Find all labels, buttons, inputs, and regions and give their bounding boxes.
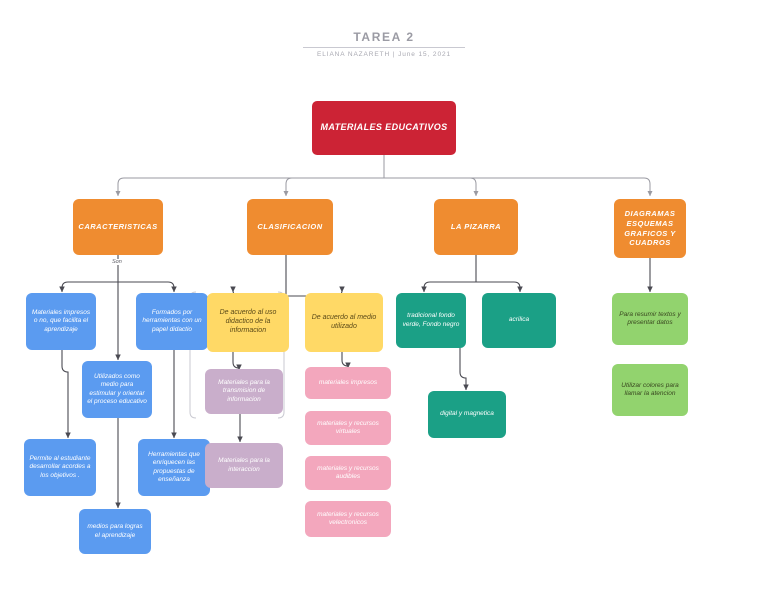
node-materiales-interaccion[interactable]: Materiales para la interaccion <box>205 443 283 488</box>
node-herramientas-que-enriquecen[interactable]: Herramientas que enriquecen las propuest… <box>138 439 210 496</box>
node-branch-la-pizarra[interactable]: LA PIZARRA <box>434 199 518 255</box>
node-root[interactable]: MATERIALES EDUCATIVOS <box>312 101 456 155</box>
node-recursos-audibles[interactable]: materiales y recursos audibles <box>305 456 391 490</box>
node-utilizados-como-medio[interactable]: Utilizados como medio para estimular y o… <box>82 361 152 418</box>
node-pizarra-digital-magnetica[interactable]: digital y magnetica <box>428 391 506 438</box>
node-materiales-transmision[interactable]: Materiales para la transmision de inform… <box>205 369 283 414</box>
node-acuerdo-uso-didactico[interactable]: De acuerdo al uso didactico de la inform… <box>207 293 289 352</box>
node-recursos-virtuales[interactable]: materiales y recursos virtuales <box>305 411 391 445</box>
node-acuerdo-medio-utilizado[interactable]: De acuerdo al medio utilizado <box>305 293 383 352</box>
node-pizarra-tradicional[interactable]: tradicional fondo verde, Fondo negro <box>396 293 466 348</box>
node-utilizar-colores[interactable]: Utilizar colores para llamar la atencion <box>612 364 688 416</box>
node-permite-al-estudiante[interactable]: Permite al estudiante desarrollar acorde… <box>24 439 96 496</box>
edge-label-son: Son <box>110 259 124 265</box>
node-materiales-impresos-pink[interactable]: materiales impresos <box>305 367 391 399</box>
node-medios-para-lograr[interactable]: medios para logras el aprendizaje <box>79 509 151 554</box>
node-recursos-electronicos[interactable]: materiales y recursos velectronicos <box>305 501 391 537</box>
node-materiales-impresos[interactable]: Materiales impresos o no, que facilita e… <box>26 293 96 350</box>
node-formados-por-herramientas[interactable]: Formados por herramientas con un papel d… <box>136 293 208 350</box>
node-pizarra-acrilica[interactable]: acrilica <box>482 293 556 348</box>
node-branch-diagramas[interactable]: DIAGRAMAS ESQUEMAS GRAFICOS Y CUADROS <box>614 199 686 258</box>
node-branch-clasificacion[interactable]: CLASIFICACION <box>247 199 333 255</box>
node-branch-caracteristicas[interactable]: CARACTERISTICAS <box>73 199 163 255</box>
page-subtitle: ELIANA NAZARETH | June 15, 2021 <box>316 51 451 58</box>
title-divider <box>303 47 465 48</box>
page-title: TAREA 2 <box>353 30 415 44</box>
node-resumir-textos[interactable]: Para resumir textos y presentar datos <box>612 293 688 345</box>
